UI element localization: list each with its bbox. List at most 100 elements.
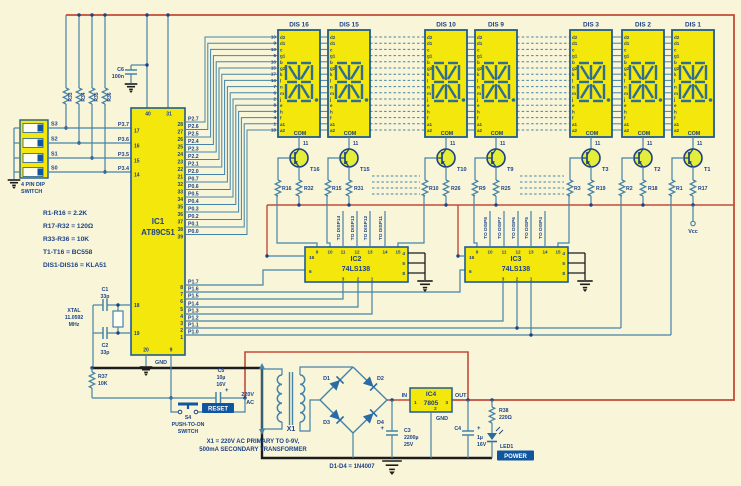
segment-pin-label: d2 [477,35,483,40]
push-switch-button[interactable] [178,402,198,406]
resistor-label: R19 [596,186,606,192]
switch-label: S0 [51,166,58,172]
junction-dot [589,203,593,207]
transistor-arrow [442,161,445,165]
to-disp-label: TO DISP4 [538,217,544,239]
led-ray-icon [495,426,501,432]
segment-pin-label: a2 [330,128,336,133]
resistor-label: R15 [332,186,342,192]
transistor-icon [688,148,694,156]
pin-number: 36 [177,212,183,218]
ic1-part: AT89C51 [141,228,175,237]
display-segment [484,84,496,99]
transistor-label: T16 [310,167,320,173]
segment-pin-label: f [280,116,282,121]
cap-label: 2200µ [404,435,419,441]
segment-pin-label: f [624,116,626,121]
ground-icon [129,90,133,93]
display-segment [287,65,299,80]
wire [397,196,425,247]
segment-pin-label: a1 [280,122,286,127]
ac-label: 220V [241,392,254,398]
segment-pin-label: b [330,60,333,65]
wire [262,368,283,375]
diode-label: D4 [377,420,384,426]
to-disp-label: TO DISP14 [336,215,342,240]
cap-label: 16V [216,382,226,388]
pin-number: 3 [342,277,345,282]
ground-icon [582,289,588,292]
segment-pin-label: h [477,109,480,114]
resistor-label: R33 [68,92,74,101]
segment-pin-number: 14 [271,78,277,83]
segment-pin-label: g1 [624,54,630,59]
resistor-label: R38 [499,408,509,414]
vcc-label: Vcc [688,229,698,235]
display-body [569,29,613,138]
port-label: P1.2 [188,316,199,322]
led-label: LED1 [500,444,513,450]
dip-switch-nub [37,124,43,132]
segment-pin-number: 17 [271,72,277,77]
pin-number: 33 [177,190,183,196]
segment-pin-label: a2 [427,128,433,133]
pin-number: 11 [502,250,507,255]
segment-bus-wire [185,104,278,205]
port-label: P1.0 [188,330,199,336]
cap-label: C2 [102,343,109,349]
push-switch-contact[interactable] [177,409,183,415]
pin-number: 6 [309,269,312,275]
junction-dot [116,303,120,307]
switch-label: S2 [51,137,58,143]
com-label: COM [688,131,701,137]
gnd-label: GND [155,360,167,366]
wire [185,282,504,322]
resistor-label: R25 [501,186,511,192]
diode-label: D1 [323,376,330,382]
segment-pin-label: j [623,97,625,102]
segment-pin-number: 9 [273,41,276,46]
segment-pin-label: m [674,91,678,96]
display-title: DIS 15 [339,22,359,29]
cap-label: C4 [454,426,461,432]
port-label: P3.5 [118,152,129,158]
diode-icon [329,409,341,421]
segment-pin-label: a1 [330,122,336,127]
display-segment [693,84,705,99]
port-label: P2.5 [188,132,199,138]
ground-icon [422,289,428,292]
diode-icon [335,375,345,385]
display-body [424,29,468,138]
resistor [87,87,97,105]
cap-label: 25V [404,442,414,448]
com-label: COM [491,131,504,137]
to-disp-label: TO DISP7 [497,217,503,239]
display-dp [606,98,611,102]
segment-pin-number: 15 [271,66,277,71]
diode-label: D2 [377,376,384,382]
segment-pin-label: d1 [330,41,336,46]
wire [474,157,487,180]
display-segment [693,65,705,80]
resistor-label: R35 [94,92,100,101]
gnd-label: GND [436,416,448,422]
to-disp-label: TO DISP13 [350,215,356,240]
led-ray-icon [498,429,504,435]
resistor [420,179,430,197]
push-switch-contact[interactable] [193,409,199,415]
display-dp [658,98,663,102]
junction-dot [145,13,149,17]
display-segment [643,84,655,99]
segment-pin-label: e [624,103,627,108]
pin-number: 3 [180,321,183,327]
resistor [617,179,627,197]
port-label: P1.3 [188,309,199,315]
ground-icon [144,373,148,376]
pin-number: 27 [177,130,183,136]
power-badge [497,450,534,461]
pin-number: 1 [414,400,417,406]
legend-line: DIS1-DIS16 = KLA51 [43,262,107,269]
reset-badge [202,403,234,413]
polarity-plus: + [380,426,384,432]
switch-label: S4 [185,415,191,421]
